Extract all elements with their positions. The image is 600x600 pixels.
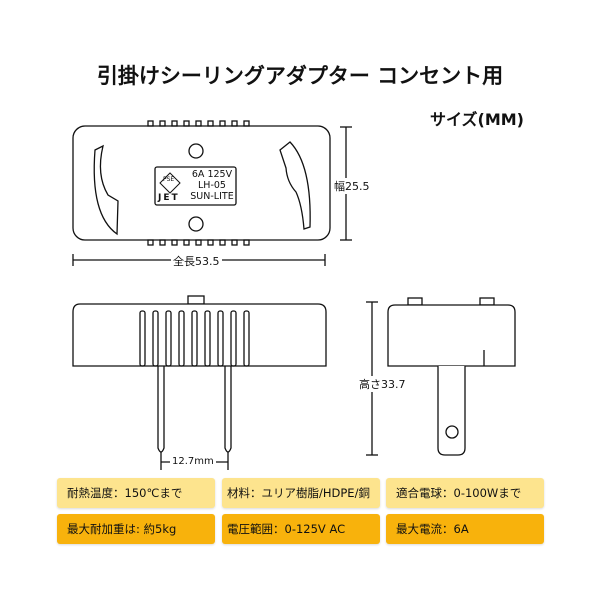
end-view bbox=[366, 297, 516, 456]
model-line: LH-05 bbox=[198, 180, 226, 191]
spec-max-load: 最大耐加重は: 約5kg bbox=[57, 514, 215, 544]
top-view bbox=[72, 120, 352, 266]
spec-current: 最大電流：6A bbox=[386, 514, 544, 544]
pin-right bbox=[224, 366, 232, 453]
spec-heat-resistance: 耐熱温度：150℃まで bbox=[57, 478, 215, 508]
height-dimension: 高さ33.7 bbox=[357, 376, 408, 392]
length-dimension: 全長53.5 bbox=[171, 253, 222, 269]
side-view bbox=[72, 295, 327, 470]
spec-voltage: 電圧範囲：0-125V AC bbox=[222, 514, 380, 544]
rating-plate bbox=[154, 166, 237, 206]
pse-logo bbox=[159, 172, 181, 194]
jet-mark: JET bbox=[158, 193, 180, 203]
top-teeth bbox=[147, 120, 250, 127]
rating-line: 6A 125V bbox=[191, 169, 233, 180]
pin-spacing-dimension: 12.7mm bbox=[170, 456, 216, 467]
vent-ribs bbox=[139, 310, 250, 367]
pin-left bbox=[157, 366, 165, 453]
spec-bulb: 適合電球：0-100Wまで bbox=[386, 478, 544, 508]
right-slot bbox=[279, 141, 311, 230]
spec-material: 材料：ユリア樹脂/HDPE/銅 bbox=[222, 478, 380, 508]
brand-line: SUN-LITE bbox=[190, 191, 234, 202]
width-dimension: 幅25.5 bbox=[332, 178, 372, 194]
page-title: 引掛けシーリングアダプター コンセント用 bbox=[96, 64, 504, 88]
left-slot bbox=[93, 144, 119, 236]
screw-hole bbox=[188, 143, 204, 159]
pse-logo-text: PSE bbox=[163, 176, 175, 183]
screw-hole bbox=[188, 216, 204, 232]
rating-plate-text: 6A 125V LH-05 SUN-LITE bbox=[189, 169, 235, 202]
bottom-teeth bbox=[147, 239, 250, 246]
size-unit-label: サイズ(MM) bbox=[430, 110, 524, 129]
